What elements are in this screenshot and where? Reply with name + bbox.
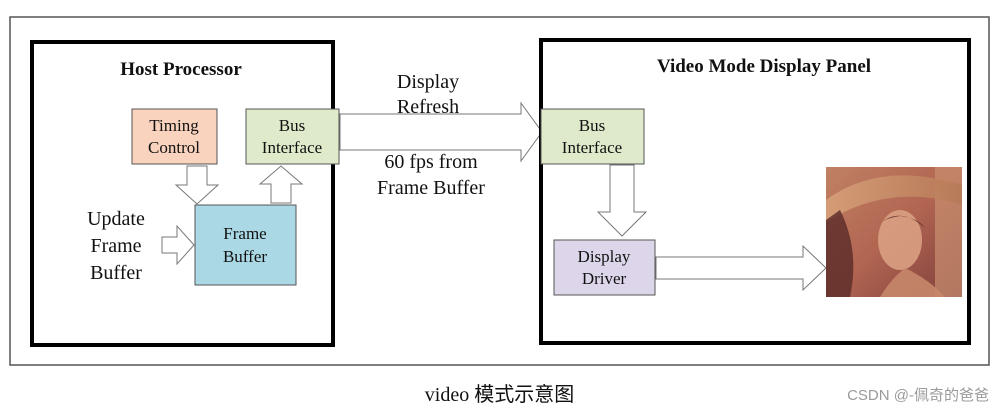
arrow-update-to-framebuffer — [161, 224, 195, 266]
arrow-framebuffer-to-bus — [258, 165, 304, 204]
host-bus-interface-block — [245, 108, 340, 165]
arrow-driver-to-image — [655, 244, 827, 292]
timing-control-block — [131, 108, 218, 165]
host-bus-interface-label-1: Bus — [279, 116, 305, 135]
display-driver-label-1: Display — [578, 247, 631, 266]
arrow-bus-to-driver — [596, 164, 648, 237]
figure-caption: video 模式示意图 — [424, 384, 575, 406]
frame-buffer-label-2: Buffer — [223, 247, 267, 266]
arrow-host-to-panel — [339, 101, 543, 163]
host-bus-interface-label-2: Interface — [262, 138, 322, 157]
fps-label-2: Frame Buffer — [377, 177, 485, 199]
display-panel-title: Video Mode Display Panel — [657, 56, 871, 77]
frame-buffer-block — [194, 204, 297, 286]
panel-bus-interface-block — [540, 108, 645, 165]
outer-frame — [9, 16, 990, 366]
frame-buffer-label-1: Frame — [223, 224, 266, 243]
display-refresh-label-2: Refresh — [397, 96, 459, 118]
update-label-3: Buffer — [90, 262, 142, 284]
display-driver-label-2: Driver — [582, 269, 627, 288]
host-processor-title: Host Processor — [120, 59, 242, 80]
fps-label-1: 60 fps from — [384, 151, 478, 173]
display-driver-block — [553, 239, 656, 296]
panel-bus-interface-label-1: Bus — [579, 116, 605, 135]
display-refresh-label-1: Display — [397, 71, 459, 93]
timing-control-label-2: Control — [148, 138, 200, 157]
arrow-timing-to-framebuffer — [174, 165, 220, 205]
timing-control-label-1: Timing — [149, 116, 199, 135]
panel-bus-interface-label-2: Interface — [562, 138, 622, 157]
watermark: CSDN @-佩奇的爸爸 — [847, 387, 989, 404]
update-label-1: Update — [87, 208, 145, 230]
update-label-2: Frame — [90, 235, 141, 257]
sample-output-image — [826, 167, 962, 297]
